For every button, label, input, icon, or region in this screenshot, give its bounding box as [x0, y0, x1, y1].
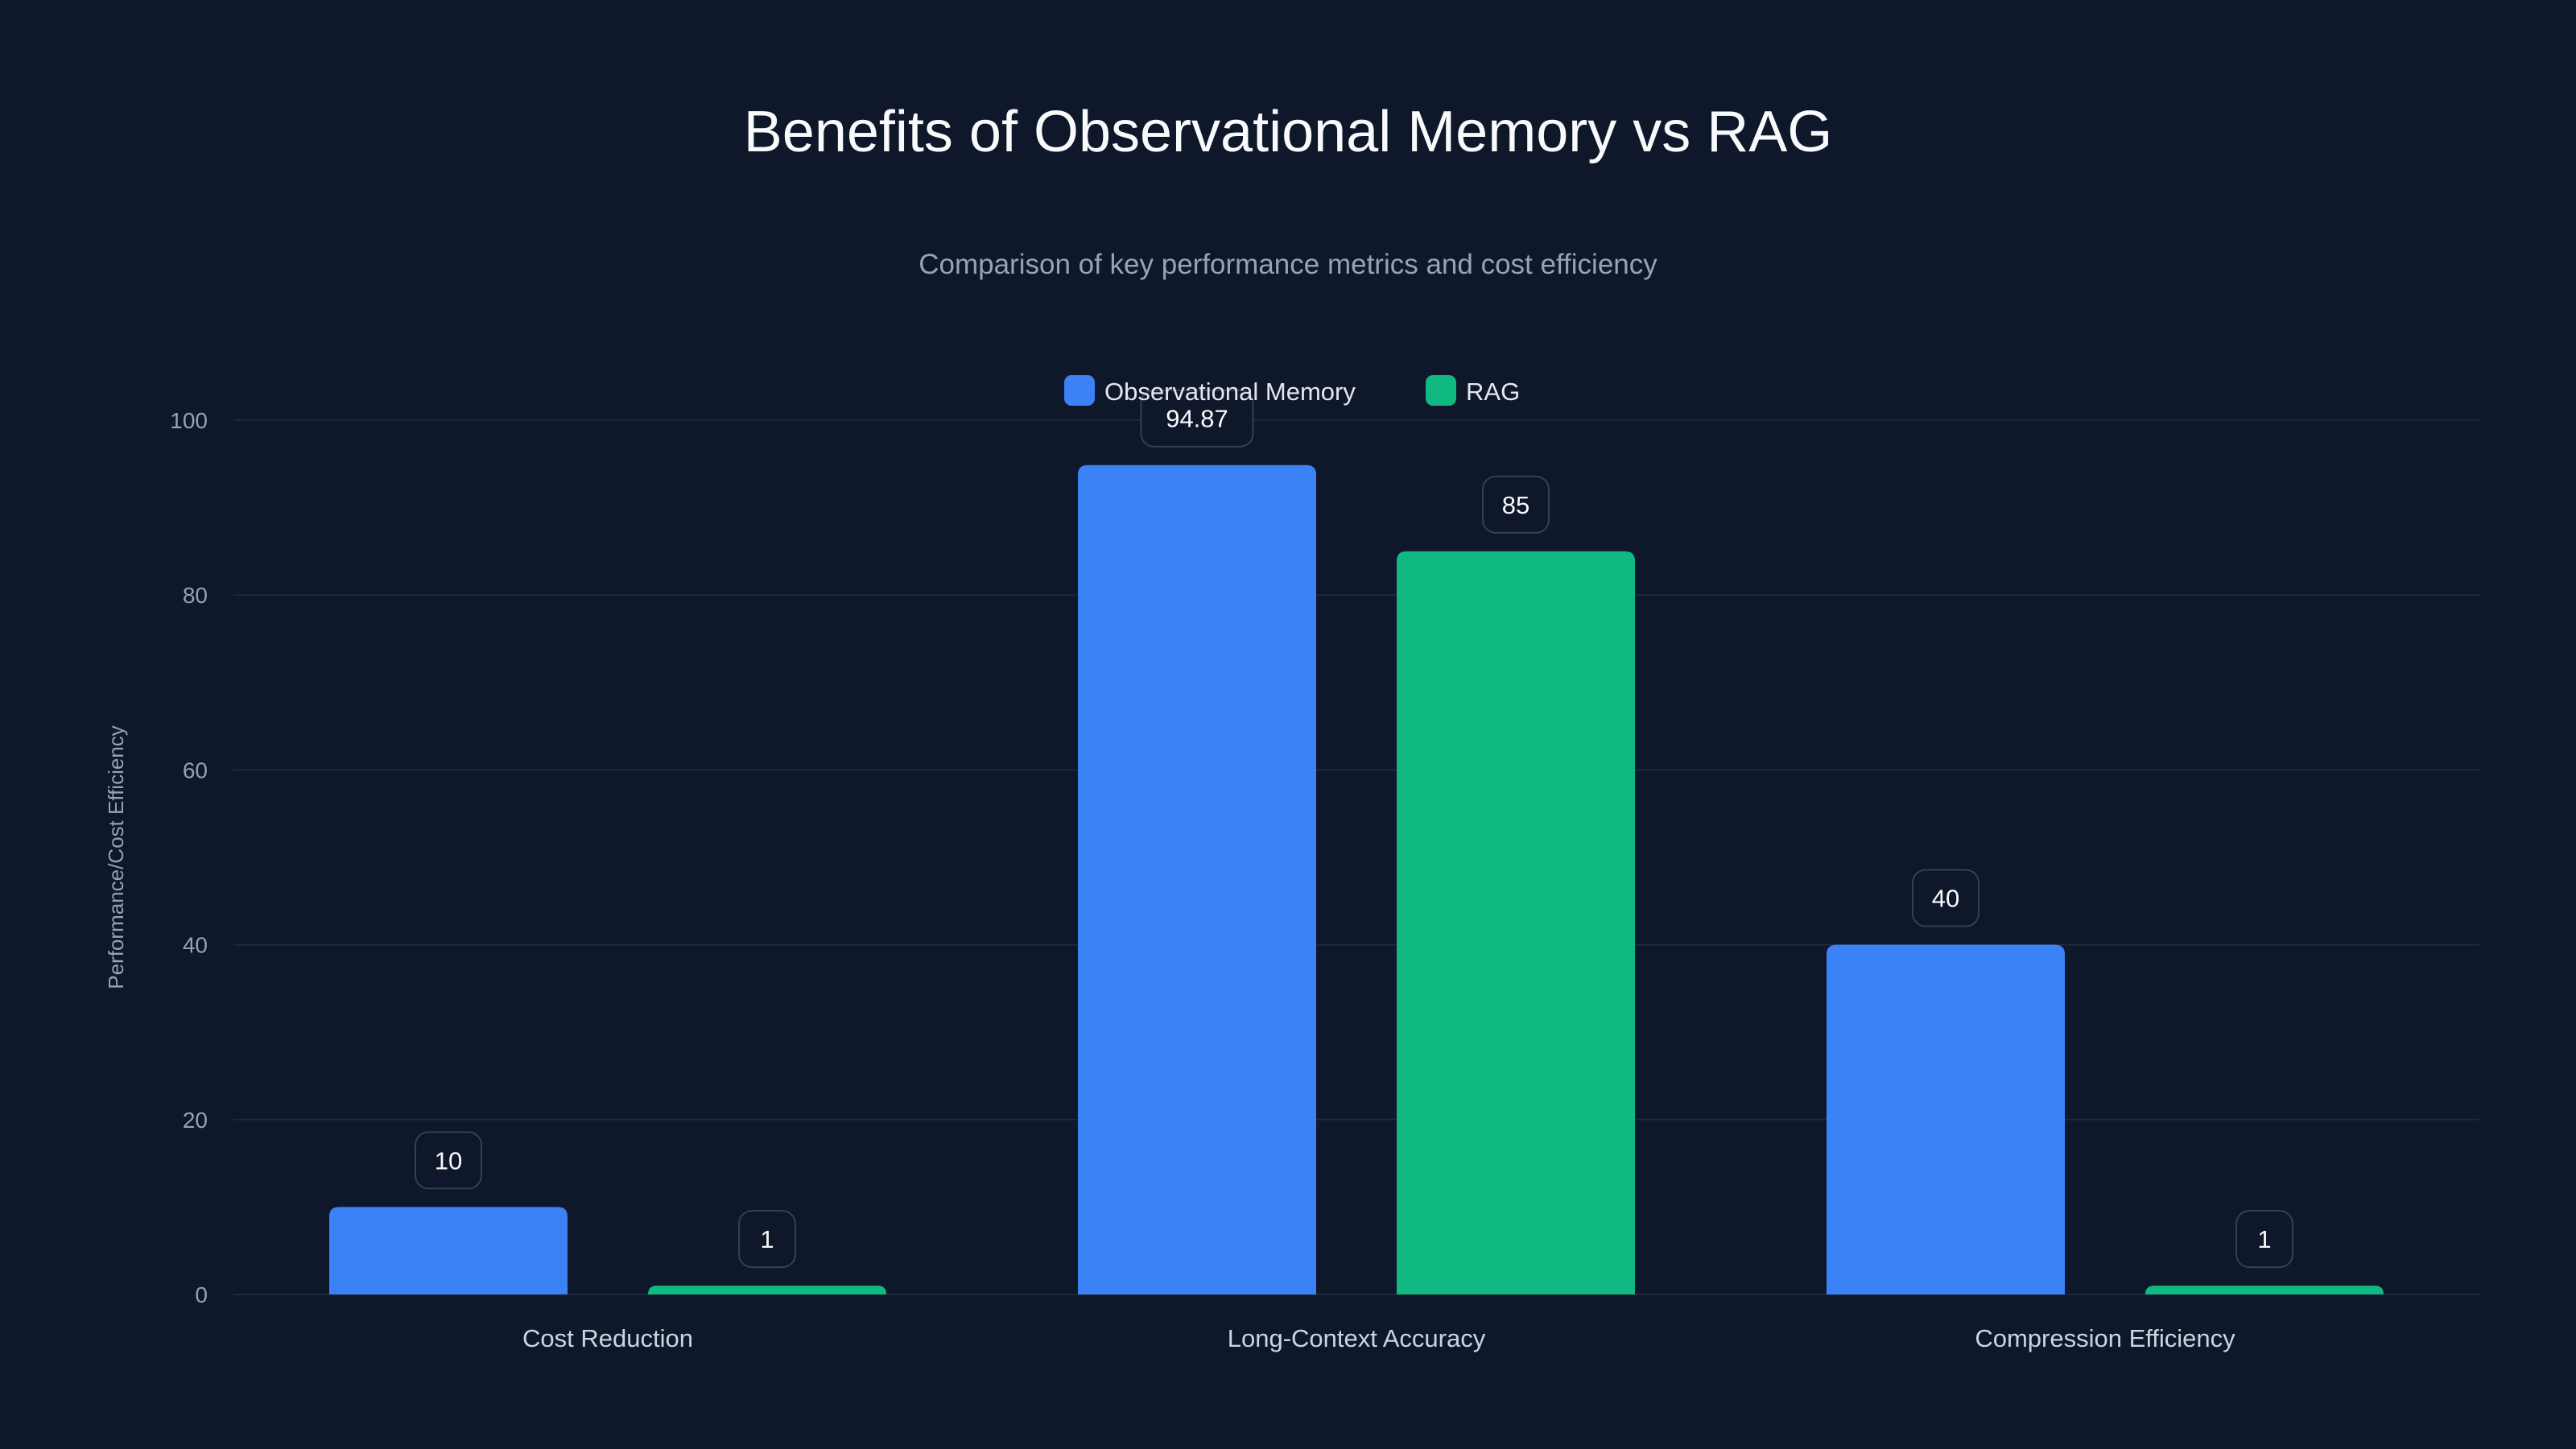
- data-label: 1: [2257, 1225, 2271, 1253]
- y-tick-label: 20: [183, 1108, 208, 1133]
- x-tick-label: Compression Efficiency: [1975, 1324, 2235, 1352]
- bar: [648, 1286, 886, 1294]
- y-tick-label: 80: [183, 583, 208, 608]
- y-tick-label: 60: [183, 758, 208, 782]
- data-label: 94.87: [1166, 405, 1228, 433]
- bar: [2145, 1286, 2384, 1294]
- bar: [329, 1207, 568, 1294]
- legend-swatch: [1064, 375, 1095, 406]
- legend-swatch: [1426, 375, 1456, 406]
- data-label: 1: [760, 1225, 774, 1253]
- y-tick-label: 0: [195, 1282, 208, 1307]
- data-label-box: [1912, 869, 1979, 927]
- chart-subtitle: Comparison of key performance metrics an…: [919, 249, 1657, 280]
- y-tick-label: 100: [170, 408, 208, 433]
- data-label-box: [2235, 1210, 2293, 1269]
- bar: [1078, 464, 1316, 1294]
- data-label: 10: [435, 1146, 462, 1174]
- legend-item: Observational Memory: [1064, 375, 1356, 406]
- data-label-box: [738, 1210, 796, 1269]
- data-label: 85: [1502, 491, 1530, 519]
- legend-label: RAG: [1466, 378, 1520, 406]
- x-tick-label: Long-Context Accuracy: [1228, 1324, 1486, 1352]
- y-tick-label: 40: [183, 933, 208, 958]
- data-label-box: [1482, 475, 1550, 534]
- bar: [1397, 551, 1635, 1294]
- legend-item: RAG: [1426, 375, 1520, 406]
- data-label-box: [1140, 389, 1254, 448]
- data-label-box: [415, 1131, 482, 1190]
- data-label: 40: [1932, 885, 1959, 913]
- chart-title: Benefits of Observational Memory vs RAG: [744, 100, 1833, 164]
- bar: [1827, 944, 2065, 1294]
- legend-label: Observational Memory: [1104, 378, 1356, 406]
- y-axis-label: Performance/Cost Efficiency: [104, 725, 128, 989]
- x-tick-label: Cost Reduction: [522, 1324, 693, 1352]
